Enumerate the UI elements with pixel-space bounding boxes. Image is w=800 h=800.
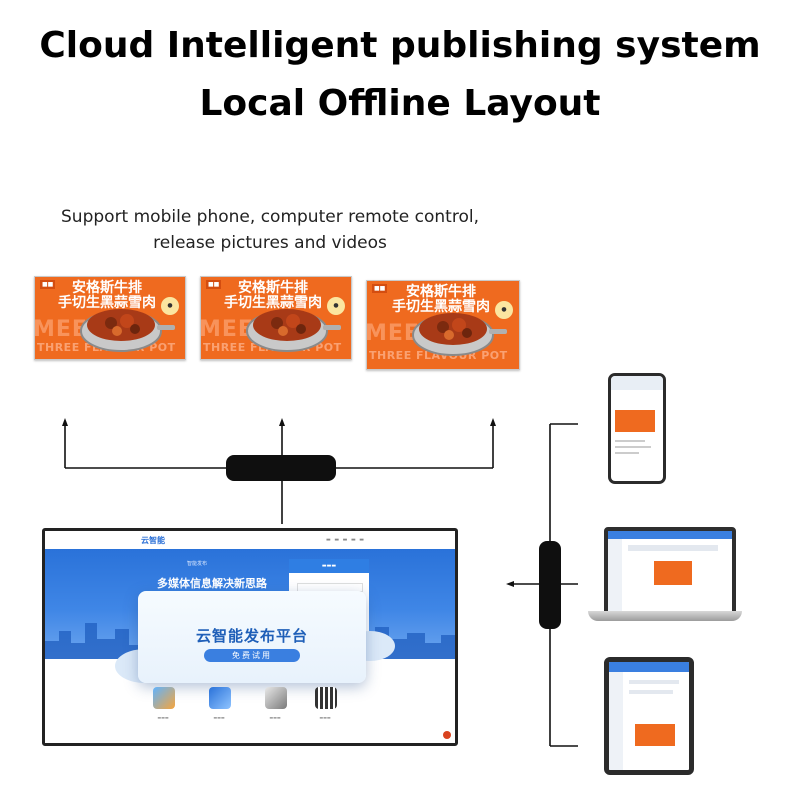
qr-code-icon bbox=[315, 687, 337, 709]
person-icon bbox=[265, 687, 287, 709]
hotpot-image bbox=[80, 309, 175, 352]
laptop-preview-image bbox=[654, 561, 692, 585]
phone-preview-image bbox=[615, 410, 655, 432]
tablet-text-line bbox=[629, 690, 673, 694]
hotpot-image bbox=[246, 309, 341, 352]
feature-label: ▬▬▬ bbox=[319, 715, 331, 720]
feature-line-2: release pictures and videos bbox=[153, 233, 387, 253]
arrow-up-icon bbox=[490, 418, 496, 426]
badge-icon: ● bbox=[495, 301, 513, 319]
dish-name: 安格斯牛排 bbox=[238, 280, 308, 296]
display-monitor: 云智能 ▬ ▬ ▬ ▬ ▬ 智能发布 多媒体信息解决新思路 ▬▬▬ 云智能发布平… bbox=[42, 528, 458, 746]
badge-icon: ● bbox=[327, 297, 345, 315]
tablet-text-line bbox=[629, 680, 679, 684]
badge-icon: ● bbox=[161, 297, 179, 315]
laptop-toolbar bbox=[628, 545, 718, 551]
site-nav: ▬ ▬ ▬ ▬ ▬ bbox=[326, 537, 365, 543]
platform-title: 云智能发布平台 bbox=[195, 627, 308, 645]
tablet-device bbox=[604, 657, 694, 775]
dish-subtitle: 手切生黑蒜雪肉 bbox=[224, 295, 322, 311]
display-screen-2: ■■ MEETING THREE FLAVOUR POT 安格斯牛排 手切生黑蒜… bbox=[200, 276, 352, 360]
home-icon bbox=[153, 687, 175, 709]
hero-caption: 智能发布 bbox=[187, 561, 208, 567]
free-trial-button[interactable]: 免费试用 bbox=[204, 649, 300, 662]
arrow-up-icon bbox=[279, 418, 285, 426]
arrow-left-icon bbox=[506, 581, 514, 587]
site-header: 云智能 ▬ ▬ ▬ ▬ ▬ bbox=[45, 531, 455, 550]
arrow-up-icon bbox=[62, 418, 68, 426]
signal-hub-vertical bbox=[539, 541, 561, 629]
hero-headline: 多媒体信息解决新思路 bbox=[157, 577, 267, 590]
brand-tag: ■■ bbox=[206, 280, 222, 289]
dish-subtitle: 手切生黑蒜雪肉 bbox=[392, 299, 490, 315]
platform-card: 云智能发布平台 免费试用 bbox=[138, 591, 366, 683]
phone-text-lines bbox=[615, 440, 651, 454]
laptop-screen bbox=[604, 527, 736, 615]
brand-tag: ■■ bbox=[372, 284, 388, 293]
login-title: ▬▬▬ bbox=[289, 559, 369, 573]
feature-line-1: Support mobile phone, computer remote co… bbox=[61, 207, 479, 227]
tablet-preview-image bbox=[635, 724, 675, 746]
document-icon bbox=[209, 687, 231, 709]
signal-hub-horizontal bbox=[226, 455, 336, 481]
main-title: Cloud Intelligent publishing system bbox=[39, 25, 761, 66]
phone-status-bar bbox=[611, 376, 663, 390]
dish-subtitle: 手切生黑蒜雪肉 bbox=[58, 295, 156, 311]
display-screen-3: ■■ MEETING THREE FLAVOUR POT 安格斯牛排 手切生黑蒜… bbox=[366, 280, 520, 370]
dish-name: 安格斯牛排 bbox=[72, 280, 142, 296]
site-logo: 云智能 bbox=[141, 536, 165, 545]
display-screen-1: ■■ MEETING THREE FLAVOUR POT 安格斯牛排 手切生黑蒜… bbox=[34, 276, 186, 360]
mobile-phone bbox=[608, 373, 666, 484]
dish-name: 安格斯牛排 bbox=[406, 284, 476, 300]
hotpot-image bbox=[412, 313, 507, 356]
tablet-sidebar bbox=[609, 672, 623, 770]
feature-label: ▬▬▬ bbox=[269, 715, 281, 720]
laptop-app-header bbox=[608, 531, 732, 539]
feature-label: ▬▬▬ bbox=[157, 715, 169, 720]
laptop-sidebar bbox=[608, 539, 622, 611]
feature-description: Support mobile phone, computer remote co… bbox=[20, 204, 520, 256]
main-subtitle: Local Offline Layout bbox=[199, 83, 601, 124]
chat-icon bbox=[443, 731, 451, 739]
laptop-base bbox=[588, 611, 742, 621]
brand-tag: ■■ bbox=[40, 280, 56, 289]
tablet-app-header bbox=[609, 662, 689, 672]
feature-label: ▬▬▬ bbox=[213, 715, 225, 720]
